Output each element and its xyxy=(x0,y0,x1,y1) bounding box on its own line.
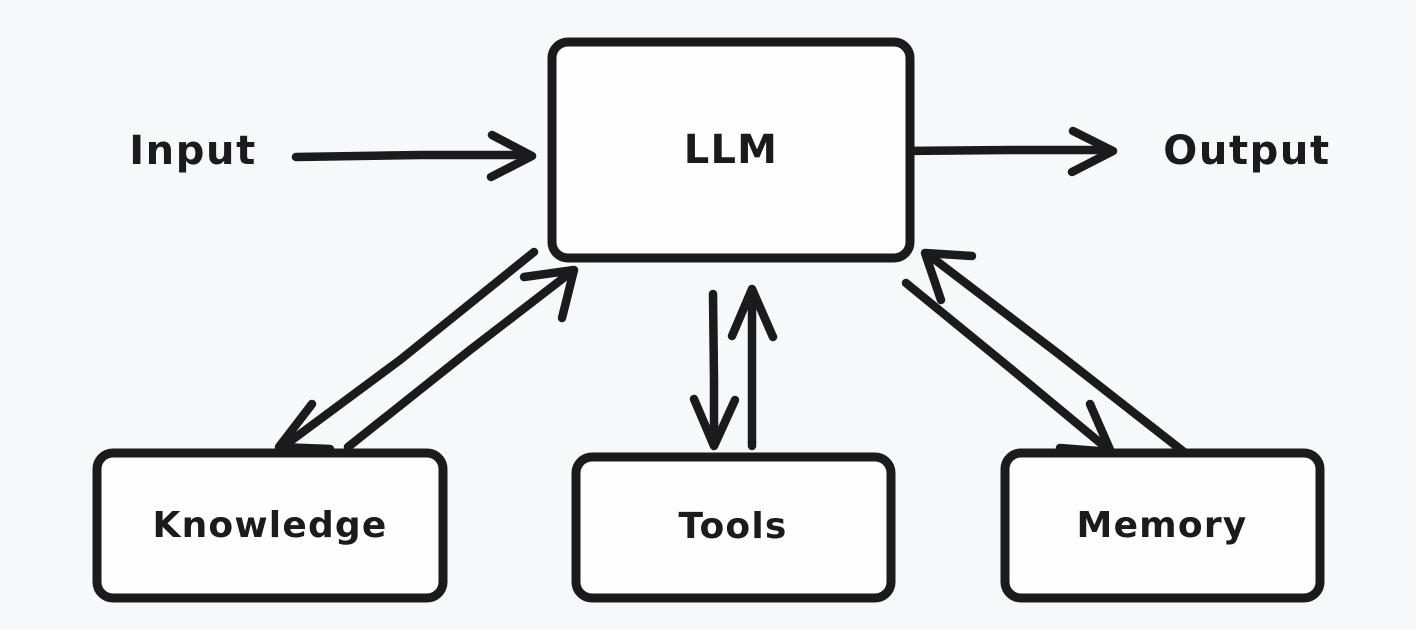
node-llm-label: LLM xyxy=(684,127,778,173)
edge-llm-to-output-line xyxy=(894,145,1109,156)
edge-knowledge-to-llm[interactable] xyxy=(343,265,579,452)
node-knowledge-shape xyxy=(92,448,448,603)
node-memory[interactable]: Memory xyxy=(1000,448,1325,603)
edge-llm-to-knowledge-line xyxy=(283,247,539,448)
node-memory-label: Memory xyxy=(1077,505,1248,546)
node-memory-shape xyxy=(1000,448,1325,603)
node-knowledge[interactable]: Knowledge xyxy=(92,448,448,603)
edge-memory-to-llm[interactable] xyxy=(920,248,1189,457)
edge-llm-to-memory-line xyxy=(901,278,1109,451)
edge-llm-to-knowledge[interactable] xyxy=(274,247,539,454)
node-tools-shape xyxy=(571,452,896,603)
edge-tools-to-llm[interactable] xyxy=(727,284,778,451)
edge-knowledge-to-llm-line xyxy=(343,271,571,452)
node-llm[interactable]: LLM xyxy=(547,37,915,263)
label-input: Input xyxy=(129,128,257,174)
edge-llm-to-output[interactable] xyxy=(894,126,1118,177)
node-knowledge-label: Knowledge xyxy=(152,505,387,546)
edge-llm-to-knowledge-arrowhead xyxy=(274,399,335,454)
edge-llm-to-tools-line xyxy=(708,289,719,443)
edge-input-to-llm-arrowhead xyxy=(486,130,537,182)
node-tools-label: Tools xyxy=(678,506,787,547)
edge-llm-to-tools-arrowhead xyxy=(689,394,740,451)
edge-llm-to-output-arrowhead xyxy=(1067,126,1118,177)
node-llm-shape xyxy=(547,37,915,263)
edge-llm-to-tools[interactable] xyxy=(689,289,740,451)
edge-tools-to-llm-arrowhead xyxy=(727,284,778,342)
edge-memory-to-llm-line xyxy=(929,254,1189,457)
edge-knowledge-to-llm-arrowhead xyxy=(519,265,579,323)
edge-input-to-llm[interactable] xyxy=(291,130,537,182)
edge-input-to-llm-line xyxy=(291,150,528,162)
label-output: Output xyxy=(1163,128,1330,174)
edge-memory-to-llm-arrowhead xyxy=(920,248,977,305)
node-tools[interactable]: Tools xyxy=(571,452,896,603)
